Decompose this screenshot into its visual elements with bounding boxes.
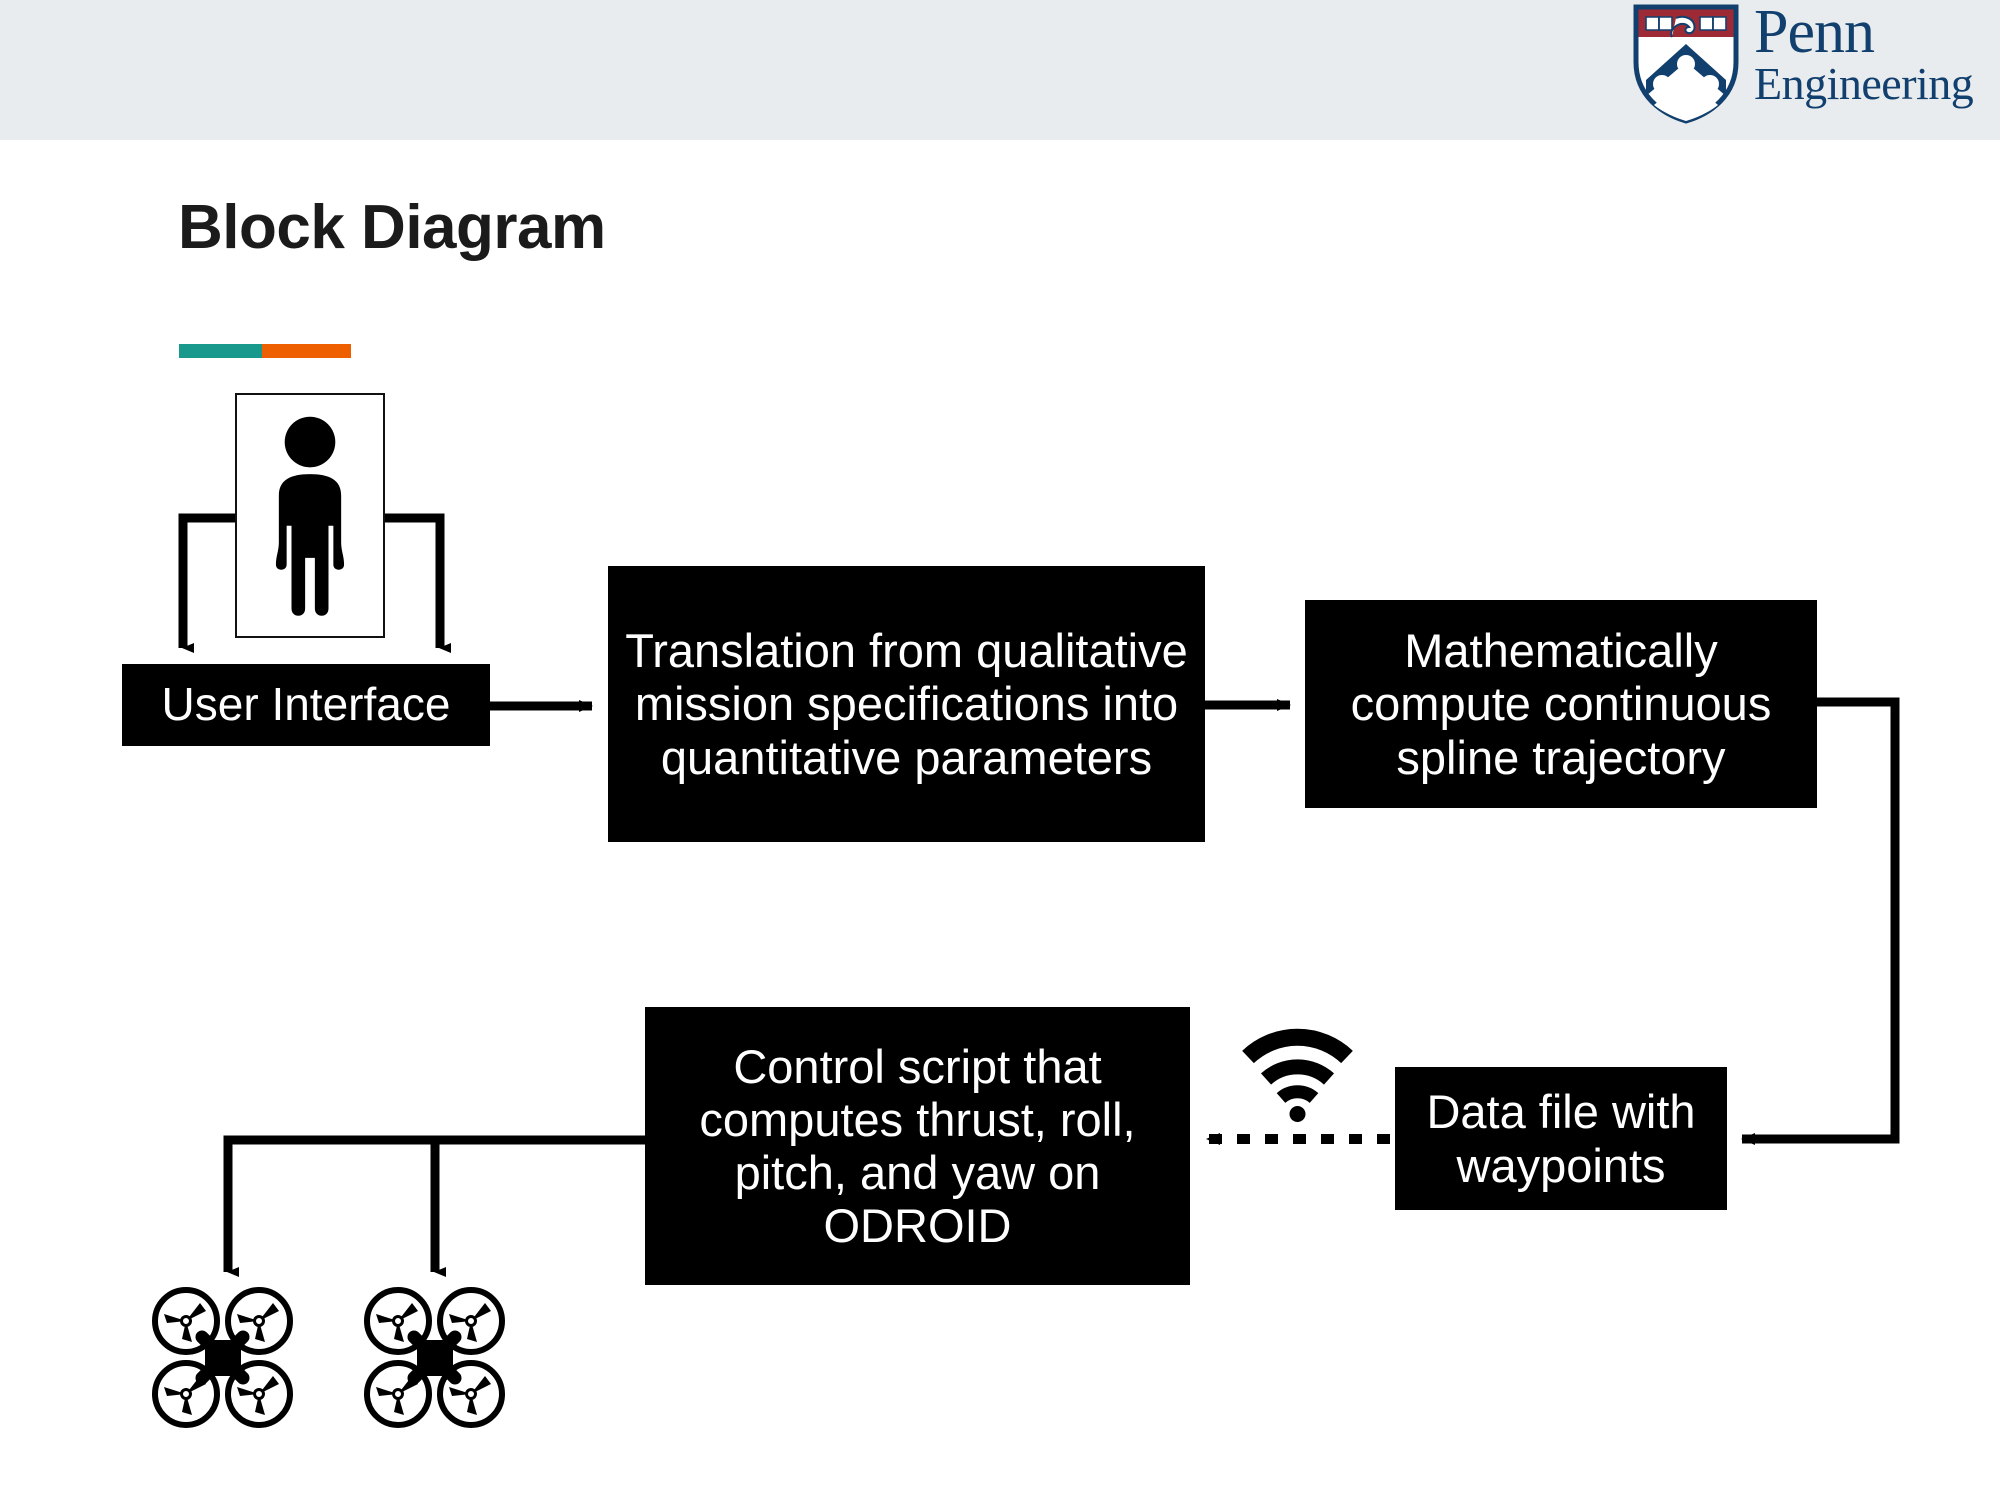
accent-bar-teal (179, 344, 262, 358)
person-icon-frame (235, 393, 385, 638)
node-spline-label: Mathematically compute continuous spline… (1350, 624, 1772, 784)
wifi-icon (1242, 1028, 1353, 1122)
node-translation-label: Translation from qualitative mission spe… (625, 624, 1188, 784)
edge-control-to-drone-1 (223, 1135, 645, 1277)
accent-bar-orange (262, 344, 351, 358)
node-data-file[interactable]: Data file with waypoints (1395, 1067, 1727, 1210)
page-title: Block Diagram (178, 193, 606, 262)
node-control-script[interactable]: Control script that computes thrust, rol… (645, 1007, 1190, 1285)
penn-brand-line1: Penn (1754, 0, 1875, 66)
quadcopter-icon-1 (152, 1287, 293, 1428)
penn-brand-line2: Engineering (1754, 58, 1974, 110)
node-datafile-label: Data file with waypoints (1426, 1085, 1696, 1192)
quadcopter-icon-2 (364, 1287, 505, 1428)
node-spline-trajectory[interactable]: Mathematically compute continuous spline… (1305, 600, 1817, 808)
node-user-interface[interactable]: User Interface (122, 664, 490, 746)
node-control-label: Control script that computes thrust, rol… (699, 1039, 1136, 1253)
penn-engineering-logo: Penn Engineering (1632, 0, 1982, 132)
accent-bar (179, 344, 351, 358)
edge-person-to-ui-right (384, 513, 451, 653)
penn-wordmark: Penn Engineering (1754, 0, 1974, 110)
edge-spline-to-datafile (1741, 697, 1900, 1145)
edge-person-to-ui-left (178, 513, 236, 653)
person-icon (275, 416, 345, 616)
node-user-interface-label: User Interface (161, 678, 451, 731)
penn-shield-icon (1633, 4, 1739, 124)
node-translation[interactable]: Translation from qualitative mission spe… (608, 566, 1205, 842)
